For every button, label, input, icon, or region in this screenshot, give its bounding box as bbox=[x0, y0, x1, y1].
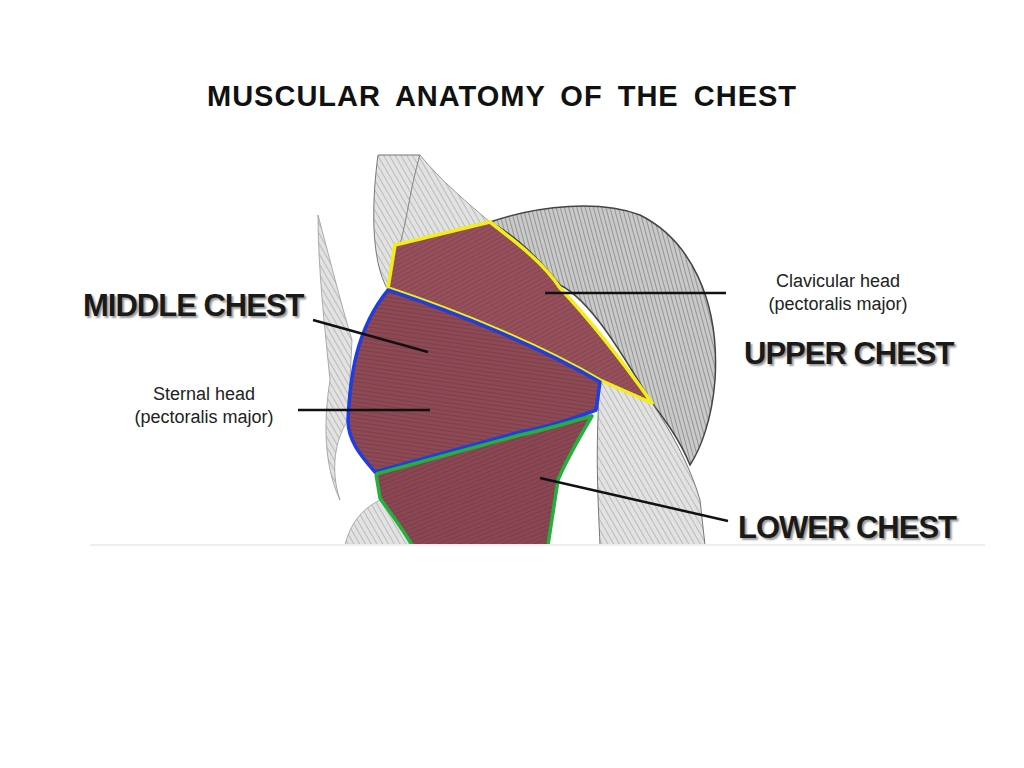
region-label: UPPER CHEST bbox=[744, 336, 953, 372]
part-label: Clavicular head (pectoralis major) bbox=[733, 270, 943, 317]
title-text: MUSCULAR ANATOMY OF THE CHEST bbox=[207, 80, 797, 113]
region-label: MIDDLE CHEST bbox=[83, 288, 304, 324]
part-label: Sternal head (pectoralis major) bbox=[109, 383, 299, 430]
region-label: LOWER CHEST bbox=[738, 510, 956, 546]
